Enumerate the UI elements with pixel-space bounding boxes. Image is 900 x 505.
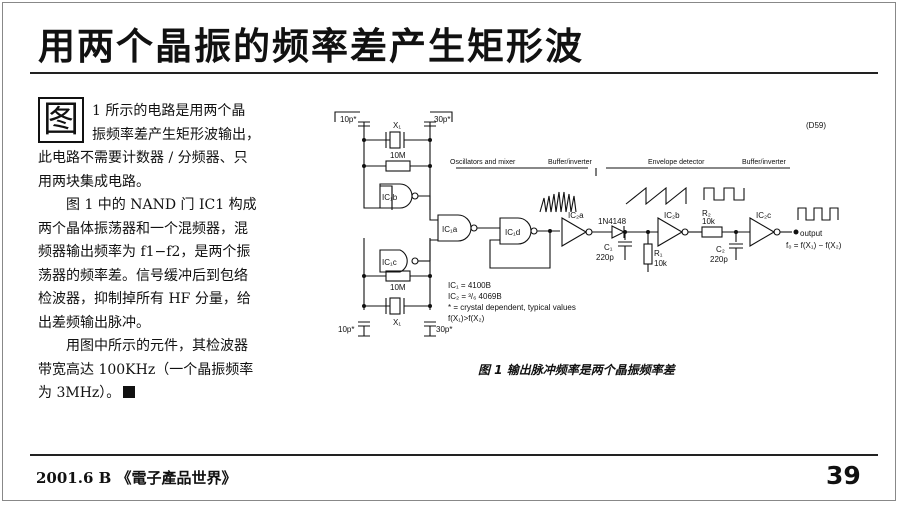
sawtooth-waveform-icon <box>625 186 687 206</box>
note-freq: f(X₁)>f(X₂) <box>448 314 485 323</box>
article-body: 1 所示的电路是用两个晶 振频率差产生矩形波输出， 此电路不需要计数器 / 分频… <box>38 100 300 406</box>
square-wave-top-icon <box>703 187 745 201</box>
label-output-formula: f₀ = f(X₁) − f(X₂) <box>786 241 842 250</box>
drop-cap: 图 <box>38 97 84 143</box>
label-r1-value: 10k <box>654 259 668 268</box>
label-c-top-left: 10p* <box>340 115 356 124</box>
label-ic2b: IC₂b <box>664 211 680 220</box>
article-title: 用两个晶振的频率差产生矩形波 <box>38 25 584 68</box>
circuit-diagram: 10p* 30p* X₁ 10M IC₁b IC₁c 10M X₁ 10p* 3… <box>334 111 842 337</box>
mixer-waveform-icon <box>539 191 577 213</box>
footer-rule <box>30 454 878 456</box>
label-c-bot-left: 10p* <box>338 325 354 334</box>
label-ic1c: IC₁c <box>382 258 397 267</box>
label-ic1d: IC₁d <box>505 228 520 237</box>
label-c-bot-right: 30p* <box>436 325 452 334</box>
section-buffer-1: Buffer/inverter <box>548 159 593 166</box>
footer-issue: 2001.6 B 《電子產品世界》 <box>36 469 237 487</box>
square-wave-output-icon <box>797 207 839 221</box>
page-number: 39 <box>826 461 861 490</box>
body-line: 1 所示的电路是用两个晶 <box>92 103 246 119</box>
label-r-top: 10M <box>390 151 406 160</box>
crystal-bottom-icon <box>389 297 401 315</box>
body-line: 图 1 中的 NAND 门 IC1 构成 <box>66 197 257 213</box>
label-r1: R₁ <box>654 249 663 258</box>
label-ic1a: IC₁a <box>442 225 458 234</box>
note-ic1: IC₁ = 4100B <box>448 281 491 290</box>
label-c2-value: 220p <box>710 255 728 264</box>
end-mark-icon <box>123 386 136 398</box>
note-ic2: IC₂ = ³/₆ 4069B <box>448 292 502 301</box>
body-line-last: 为 3MHz）。 <box>38 382 300 406</box>
section-oscillators: Oscillators and mixer <box>450 159 516 166</box>
body-line: 检波器，抑制掉所有 HF 分量，给 <box>38 291 251 307</box>
label-r2: R₂ <box>702 209 711 218</box>
body-line: 荡器的频率差。信号缓冲后到包络 <box>38 267 248 284</box>
label-x-top: X₁ <box>393 121 401 130</box>
label-diode: 1N4148 <box>598 217 627 226</box>
body-line: 两个晶体振荡器和一个混频器，混 <box>38 220 248 237</box>
body-line: 振频率差产生矩形波输出， <box>92 126 260 143</box>
crystal-top-icon <box>389 131 401 149</box>
body-line: 出差频输出脉冲。 <box>38 314 150 331</box>
section-buffer-2: Buffer/inverter <box>742 159 787 166</box>
label-ic2a: IC₂a <box>568 211 584 220</box>
section-envelope: Envelope detector <box>648 159 705 166</box>
label-r2-value: 10k <box>702 217 716 226</box>
body-line: 频器输出频率为 f1−f2，是两个振 <box>38 244 251 260</box>
label-ic1b: IC₁b <box>382 193 398 202</box>
figure-code: (D59) <box>806 121 826 130</box>
label-c1: C₁ <box>604 243 613 252</box>
body-line: 此电路不需要计数器 / 分频器、只 <box>38 150 248 166</box>
figure-caption: 图 1 输出脉冲频率是两个晶振频率差 <box>478 363 675 377</box>
label-x-bot: X₁ <box>393 318 401 327</box>
title-rule <box>30 72 878 74</box>
label-output: output <box>800 229 823 238</box>
body-line: 带宽高达 100KHz（一个晶振频率 <box>38 361 254 378</box>
body-line: 用图中所示的元件，其检波器 <box>66 338 248 354</box>
body-line: 用两块集成电路。 <box>38 173 150 190</box>
label-c2: C₂ <box>716 245 725 254</box>
note-crystal: * = crystal dependent, typical values <box>448 303 576 312</box>
label-c-top-right: 30p* <box>434 115 450 124</box>
label-ic2c: IC₂c <box>756 211 771 220</box>
label-c1-value: 220p <box>596 253 614 262</box>
label-r-bot: 10M <box>390 283 406 292</box>
